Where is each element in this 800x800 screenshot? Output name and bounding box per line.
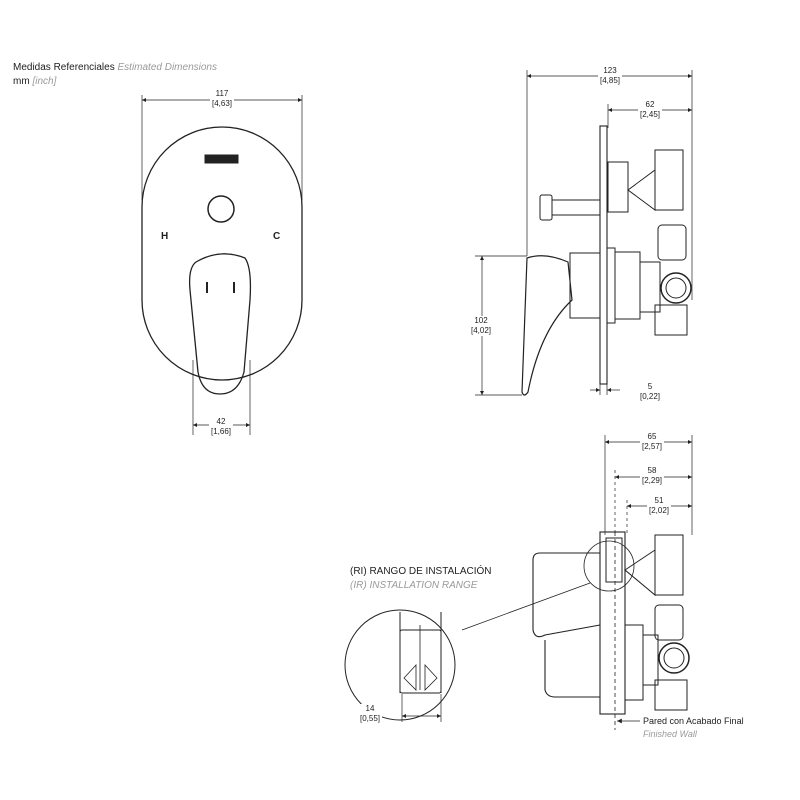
- dim-mm: 51: [654, 496, 664, 505]
- dim-mm: 117: [215, 89, 229, 98]
- dim-plate-thickness: 5[0,22]: [637, 382, 663, 402]
- unit-inch: [inch]: [32, 76, 57, 87]
- wall-label-es: Pared con Acabado Final: [643, 716, 744, 726]
- dim-inch: [2,45]: [639, 110, 661, 119]
- dim-inch: [0,22]: [639, 392, 661, 401]
- dim-mm: 62: [645, 100, 655, 109]
- dim-max-depth: 65[2,57]: [639, 432, 665, 452]
- wall-plate: [599, 125, 608, 385]
- installation-body: [599, 531, 626, 715]
- dim-lever-height: 102[4,02]: [468, 316, 494, 336]
- dim-min-depth: 51[2,02]: [646, 496, 672, 516]
- front-view: [141, 95, 303, 435]
- range-title-en: (IR) INSTALLATION RANGE: [350, 580, 478, 591]
- dim-lever-width: 42[1,66]: [208, 417, 234, 437]
- dim-total-depth: 123[4,85]: [597, 66, 623, 86]
- brand-logo: [204, 154, 239, 164]
- dim-mm: 14: [365, 704, 375, 713]
- dim-inch: [4,02]: [470, 326, 492, 335]
- diverter-knob: [207, 195, 235, 223]
- dim-mm: 123: [603, 66, 617, 75]
- dim-inch: [4,85]: [599, 76, 621, 85]
- dim-mm: 58: [647, 466, 657, 475]
- header-units: mm [inch]: [13, 76, 56, 88]
- title-en: Estimated Dimensions: [117, 62, 217, 73]
- dim-mm: 65: [647, 432, 657, 441]
- dim-mm: 42: [216, 417, 226, 426]
- dim-inch: [1,66]: [210, 427, 232, 436]
- dim-mm: 5: [647, 382, 653, 391]
- side-lever: [521, 255, 573, 396]
- dim-mid-depth: 58[2,29]: [639, 466, 665, 486]
- hot-label: H: [161, 231, 169, 242]
- cold-label: C: [273, 231, 281, 242]
- dim-range-width: 14[0,55]: [357, 704, 383, 724]
- dim-inch: [2,57]: [641, 442, 663, 451]
- wall-label-en: Finished Wall: [643, 729, 697, 739]
- dim-inch: [4,63]: [211, 99, 233, 108]
- lever-handle: [188, 253, 252, 395]
- detail-callout-circle: [583, 540, 635, 592]
- dim-body-depth: 62[2,45]: [637, 100, 663, 120]
- dim-inch: [2,02]: [648, 506, 670, 515]
- header-title: Medidas Referenciales Estimated Dimensio…: [13, 62, 217, 74]
- unit-mm: mm: [13, 76, 30, 87]
- title-es: Medidas Referenciales: [13, 62, 115, 73]
- cover-plate: [141, 126, 303, 381]
- dim-mm: 102: [474, 316, 488, 325]
- dim-inch: [2,29]: [641, 476, 663, 485]
- range-title-es: (RI) RANGO DE INSTALACIÓN: [350, 566, 492, 577]
- detail-magnifier: [344, 609, 456, 721]
- dim-inch: [0,55]: [359, 714, 381, 723]
- dim-width: 117[4,63]: [209, 89, 235, 109]
